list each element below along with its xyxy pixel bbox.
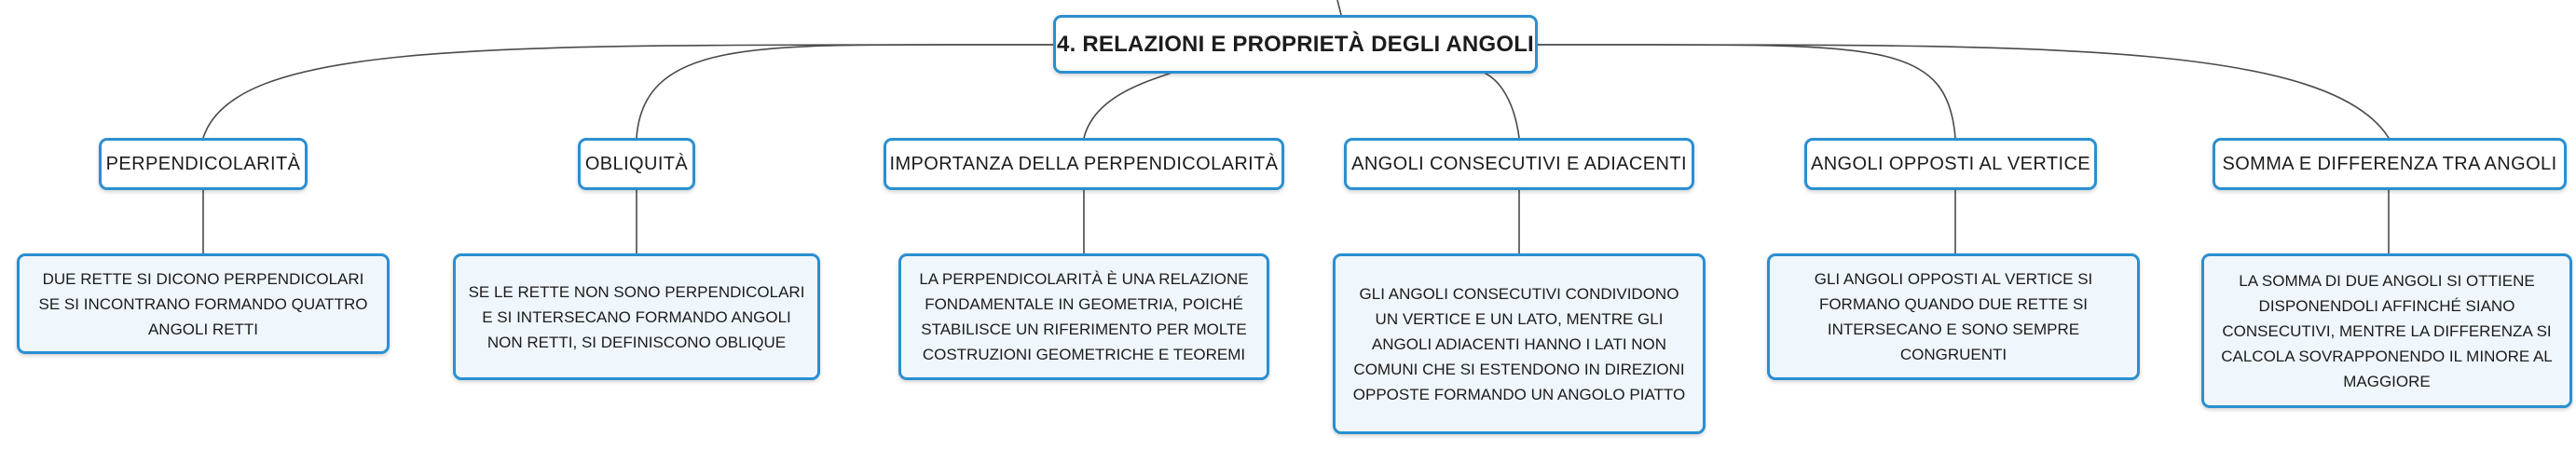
topic-perpendicolarita[interactable]: PERPENDICOLARITÀ xyxy=(99,138,308,190)
desc-text: GLI ANGOLI OPPOSTI AL VERTICE SI FORMANO… xyxy=(1814,270,2093,363)
topic-label: PERPENDICOLARITÀ xyxy=(105,153,301,174)
desc-text: DUE RETTE SI DICONO PERPENDICOLARI SE SI… xyxy=(38,269,368,338)
topic-label: SOMMA E DIFFERENZA TRA ANGOLI xyxy=(2222,153,2557,174)
topic-angoli-opposti-vertice[interactable]: ANGOLI OPPOSTI AL VERTICE xyxy=(1804,138,2097,190)
desc-obliquita[interactable]: SE LE RETTE NON SONO PERPENDICOLARI E SI… xyxy=(453,253,820,380)
connector-root-consecutivi xyxy=(1481,71,1520,139)
topic-label: ANGOLI CONSECUTIVI E ADIACENTI xyxy=(1351,153,1687,174)
connector-root-somma xyxy=(1538,44,2390,139)
connector-root-perpendicolarita xyxy=(202,44,1053,139)
desc-angoli-consecutivi-adiacenti[interactable]: GLI ANGOLI CONSECUTIVI CONDIVIDONO UN VE… xyxy=(1333,253,1706,434)
topic-angoli-consecutivi-adiacenti[interactable]: ANGOLI CONSECUTIVI E ADIACENTI xyxy=(1344,138,1694,190)
topic-importanza-perpendicolarita[interactable]: IMPORTANZA DELLA PERPENDICOLARITÀ xyxy=(884,138,1284,190)
desc-text: GLI ANGOLI CONSECUTIVI CONDIVIDONO UN VE… xyxy=(1352,284,1686,403)
desc-angoli-opposti-vertice[interactable]: GLI ANGOLI OPPOSTI AL VERTICE SI FORMANO… xyxy=(1767,253,2140,380)
connector-root-obliquita xyxy=(636,44,1053,139)
topic-label: OBLIQUITÀ xyxy=(584,153,689,174)
topic-label: IMPORTANZA DELLA PERPENDICOLARITÀ xyxy=(889,153,1279,174)
parent-connector xyxy=(1336,0,1342,16)
desc-text: LA PERPENDICOLARITÀ È UNA RELAZIONE FOND… xyxy=(919,270,1249,363)
desc-text: SE LE RETTE NON SONO PERPENDICOLARI E SI… xyxy=(468,282,805,351)
topic-label: ANGOLI OPPOSTI AL VERTICE xyxy=(1810,153,2091,174)
topic-obliquita[interactable]: OBLIQUITÀ xyxy=(578,138,695,190)
connector-root-importanza xyxy=(1083,71,1175,139)
desc-somma-differenza-angoli[interactable]: LA SOMMA DI DUE ANGOLI SI OTTIENE DISPON… xyxy=(2201,253,2572,408)
desc-text: LA SOMMA DI DUE ANGOLI SI OTTIENE DISPON… xyxy=(2221,271,2553,390)
root-title: 4. RELAZIONI E PROPRIETÀ DEGLI ANGOLI xyxy=(1057,31,1534,57)
root-topic[interactable]: 4. RELAZIONI E PROPRIETÀ DEGLI ANGOLI xyxy=(1053,15,1538,74)
desc-importanza-perpendicolarita[interactable]: LA PERPENDICOLARITÀ È UNA RELAZIONE FOND… xyxy=(898,253,1269,380)
connector-root-opposti xyxy=(1538,44,1956,139)
topic-somma-differenza-angoli[interactable]: SOMMA E DIFFERENZA TRA ANGOLI xyxy=(2213,138,2567,190)
desc-perpendicolarita[interactable]: DUE RETTE SI DICONO PERPENDICOLARI SE SI… xyxy=(17,253,390,354)
